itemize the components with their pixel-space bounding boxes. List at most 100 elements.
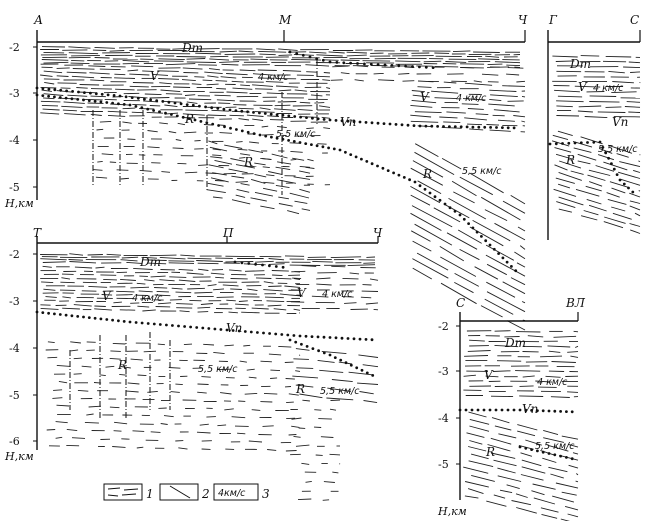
boundary-dot: [59, 88, 63, 92]
reflector-segment: [545, 375, 561, 378]
reflector-segment: [203, 343, 215, 346]
boundary-dot: [349, 363, 353, 367]
reflector-segment: [90, 95, 106, 98]
boundary-dot: [335, 61, 339, 64]
reflector-segment: [186, 58, 206, 60]
layer-label-r: R: [422, 167, 432, 181]
reflector-segment: [163, 100, 182, 103]
boundary-dot: [211, 122, 215, 126]
reflector-segment: [165, 93, 183, 95]
reflector-segment: [150, 275, 166, 278]
boundary-dot: [554, 142, 558, 146]
reflector-segment: [543, 429, 559, 436]
reflector-segment: [292, 277, 302, 280]
reflector-segment: [249, 141, 260, 144]
boundary-dot: [304, 142, 308, 146]
reflector-segment: [624, 106, 641, 108]
reflector-segment: [607, 198, 627, 205]
reflector-segment: [612, 212, 632, 220]
reflector-segment: [484, 209, 508, 222]
reflector-segment: [292, 157, 305, 161]
reflector-segment: [112, 342, 126, 345]
reflector-segment: [160, 423, 168, 425]
boundary-dot: [541, 450, 545, 454]
reflector-segment: [414, 223, 453, 246]
reflector-segment: [494, 222, 526, 241]
reflector-segment: [463, 466, 489, 474]
reflector-segment: [183, 343, 193, 346]
reflector-segment: [452, 50, 471, 53]
boundary-dot: [365, 371, 369, 375]
reflector-segment: [247, 288, 258, 292]
reflector-segment: [67, 94, 88, 97]
reflector-segment: [251, 307, 269, 310]
reflector-segment: [41, 104, 59, 107]
boundary-dot: [317, 349, 320, 353]
boundary-dot: [492, 247, 496, 251]
reflector-segment: [198, 268, 209, 271]
reflector-segment: [165, 63, 196, 66]
reflector-segment: [207, 114, 227, 117]
reflector-segment: [70, 62, 90, 65]
reflector-segment: [292, 375, 319, 379]
boundary-dot: [205, 121, 209, 125]
reflector-segment: [152, 73, 169, 76]
reflector-segment: [197, 311, 209, 313]
reflector-segment: [224, 408, 234, 411]
boundary-dot: [328, 118, 332, 122]
boundary-dot: [229, 126, 232, 130]
reflector-segment: [623, 66, 641, 69]
reflector-segment: [321, 350, 347, 355]
reflector-segment: [446, 232, 478, 250]
reflector-segment: [497, 475, 522, 482]
reflector-segment: [541, 513, 558, 519]
reflector-segment: [556, 100, 584, 103]
reflector-segment: [411, 205, 453, 228]
reflector-segment: [212, 196, 223, 199]
boundary-dot: [363, 62, 366, 66]
reflector-segment: [259, 53, 276, 56]
reflector-segment: [474, 266, 499, 280]
reflector-segment: [196, 260, 223, 262]
reflector-segment: [70, 341, 81, 344]
reflector-segment: [485, 244, 515, 261]
reflector-segment: [319, 369, 344, 373]
boundary-dot: [198, 104, 201, 108]
reflector-segment: [116, 290, 135, 293]
boundary-dot: [164, 111, 167, 115]
layer-label-dt: Dт: [504, 336, 526, 350]
reflector-segment: [358, 354, 379, 358]
boundary-dot: [177, 324, 180, 328]
section-end-m: М: [278, 13, 292, 27]
reflector-segment: [583, 210, 599, 216]
reflector-segment: [494, 425, 512, 431]
reflector-segment: [90, 79, 105, 82]
boundary-dot: [412, 124, 416, 127]
boundary-dot: [187, 117, 191, 120]
boundary-dot: [342, 61, 346, 65]
boundary-dot: [161, 100, 165, 103]
reflector-segment: [603, 221, 624, 229]
boundary-dot: [189, 325, 193, 329]
reflector-segment: [611, 206, 626, 212]
reflector-segment: [412, 160, 444, 178]
reflector-segment: [446, 111, 466, 114]
layer-label-r: R: [295, 382, 305, 396]
basement-boundary-dotted: [35, 93, 518, 273]
reflector-segment: [567, 443, 579, 448]
reflector-segment: [88, 285, 108, 288]
reflector-segment: [132, 430, 145, 432]
boundary-dot: [431, 66, 435, 69]
reflector-segment: [440, 256, 477, 277]
boundary-dot: [360, 157, 363, 161]
boundary-dot: [394, 123, 398, 126]
boundary-dot: [199, 120, 203, 123]
reflector-segment: [319, 105, 331, 108]
boundary-dot: [281, 113, 285, 117]
reflector-segment: [206, 189, 226, 194]
reflector-segment: [46, 429, 56, 431]
reflector-segment: [230, 158, 245, 162]
boundary-dot: [122, 103, 126, 106]
reflector-segment: [232, 87, 253, 90]
boundary-dot: [500, 408, 504, 412]
